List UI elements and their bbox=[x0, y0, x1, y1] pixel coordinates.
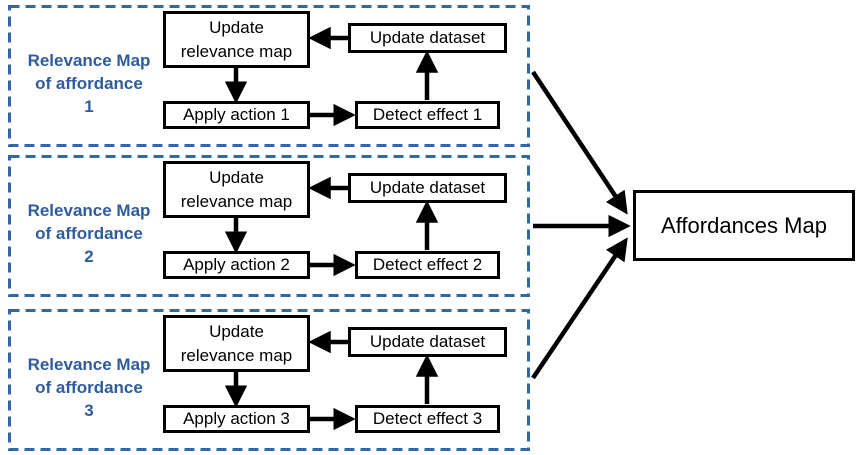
affordances-map-box: Affordances Map bbox=[633, 190, 855, 261]
detect-effect-box-1: Detect effect 1 bbox=[355, 101, 500, 129]
update-relevance-line2: relevance map bbox=[180, 191, 293, 211]
detect-effect-box-3: Detect effect 3 bbox=[355, 405, 500, 433]
relevance-panel-1: Relevance Map of affordance 1 Update rel… bbox=[8, 5, 530, 147]
panel-2-label-line2: of affordance bbox=[35, 224, 143, 243]
update-relevance-map-box-1: Update relevance map bbox=[163, 11, 310, 68]
update-relevance-map-box-2: Update relevance map bbox=[163, 161, 310, 218]
panel-3-label-line3: 3 bbox=[84, 401, 94, 420]
apply-action-box-3: Apply action 3 bbox=[163, 405, 310, 433]
panel-1-label-line1: Relevance Map bbox=[27, 51, 151, 70]
panel-3-label-line2: of affordance bbox=[35, 378, 143, 397]
update-relevance-line1: Update bbox=[209, 167, 264, 187]
update-dataset-box-1: Update dataset bbox=[348, 23, 507, 53]
panel-2-label-line3: 2 bbox=[84, 247, 94, 266]
update-relevance-line1: Update bbox=[209, 17, 264, 37]
panel-2-label: Relevance Map of affordance 2 bbox=[12, 199, 166, 268]
update-dataset-box-3: Update dataset bbox=[348, 327, 507, 357]
apply-action-box-2: Apply action 2 bbox=[163, 251, 310, 279]
arrow-panel3-to-output bbox=[531, 237, 628, 380]
update-relevance-line2: relevance map bbox=[180, 345, 293, 365]
panel-3-label-line1: Relevance Map bbox=[27, 355, 151, 374]
update-relevance-map-box-3: Update relevance map bbox=[163, 315, 310, 372]
panel-3-label: Relevance Map of affordance 3 bbox=[12, 353, 166, 422]
panel-1-label-line3: 1 bbox=[84, 97, 94, 116]
update-dataset-box-2: Update dataset bbox=[348, 173, 507, 203]
relevance-panel-3: Relevance Map of affordance 3 Update rel… bbox=[8, 309, 530, 451]
panel-1-label-line2: of affordance bbox=[35, 74, 143, 93]
update-relevance-line2: relevance map bbox=[180, 41, 293, 61]
relevance-panel-2: Relevance Map of affordance 2 Update rel… bbox=[8, 155, 530, 297]
panel-2-label-line1: Relevance Map bbox=[27, 201, 151, 220]
apply-action-box-1: Apply action 1 bbox=[163, 101, 310, 129]
panel-1-label: Relevance Map of affordance 1 bbox=[12, 49, 166, 118]
arrow-panel1-to-output bbox=[531, 70, 628, 215]
update-relevance-line1: Update bbox=[209, 321, 264, 341]
detect-effect-box-2: Detect effect 2 bbox=[355, 251, 500, 279]
